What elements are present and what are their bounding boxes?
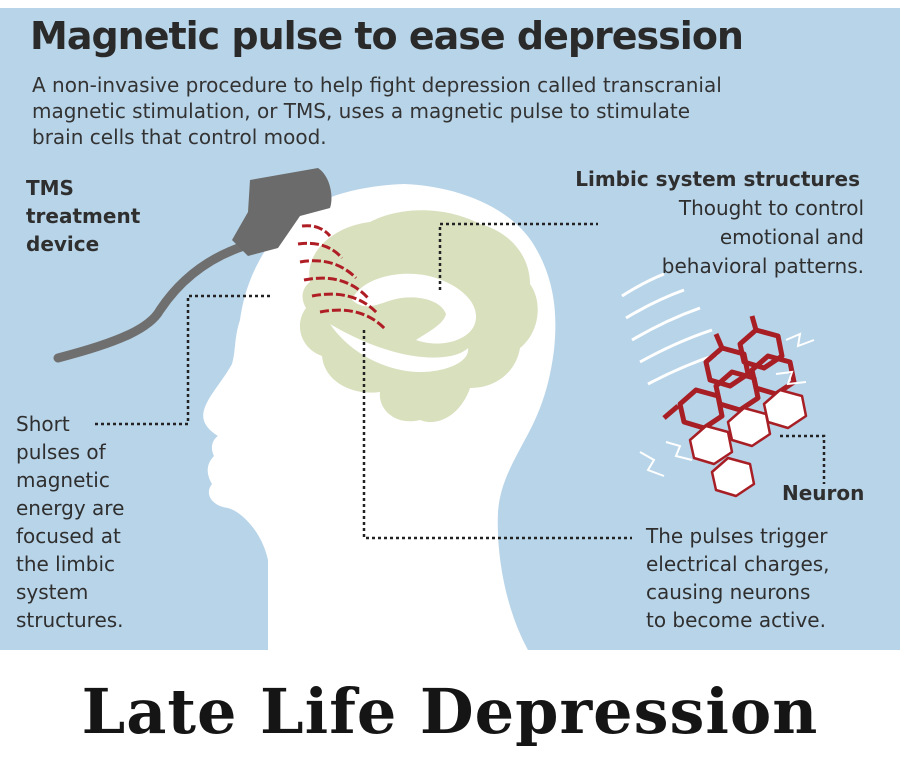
pulses-trigger-label: The pulses trigger electrical charges, c… [646, 524, 830, 632]
top-strip [0, 0, 900, 8]
leader-tms-device [95, 294, 270, 426]
leader-neuron [780, 434, 826, 484]
page-title: Magnetic pulse to ease depression [30, 14, 744, 58]
spark-icon [639, 332, 815, 477]
pulse-arcs-icon [297, 224, 388, 332]
banner: Late Life Depression [0, 650, 900, 773]
tms-device-label: TMS treatment device [26, 176, 141, 256]
limbic-title-label: Limbic system structures [575, 167, 860, 191]
neuron-label: Neuron [782, 481, 865, 505]
brain [299, 210, 538, 423]
diagram-canvas [0, 0, 900, 650]
device-cable-icon [53, 241, 249, 363]
limbic-structure-lower [330, 324, 469, 372]
intro-line: brain cells that control mood. [32, 125, 327, 149]
neuron-cluster-light-icon [688, 388, 808, 498]
tms-device-icon [232, 168, 332, 256]
intro-line: A non-invasive procedure to help fight d… [32, 73, 722, 97]
short-pulses-label: Short pulses of magnetic energy are focu… [16, 412, 125, 632]
banner-title: Late Life Depression [81, 675, 819, 748]
limbic-structure [352, 273, 477, 344]
neuron-cluster-icon [662, 315, 797, 431]
intro-line: magnetic stimulation, or TMS, uses a mag… [32, 99, 691, 123]
limbic-description: Thought to control emotional and behavio… [661, 196, 864, 278]
leader-limbic [438, 222, 598, 290]
intro-paragraph: A non-invasive procedure to help fight d… [32, 72, 832, 150]
leader-lines [95, 222, 826, 540]
leader-pulses [362, 330, 632, 540]
